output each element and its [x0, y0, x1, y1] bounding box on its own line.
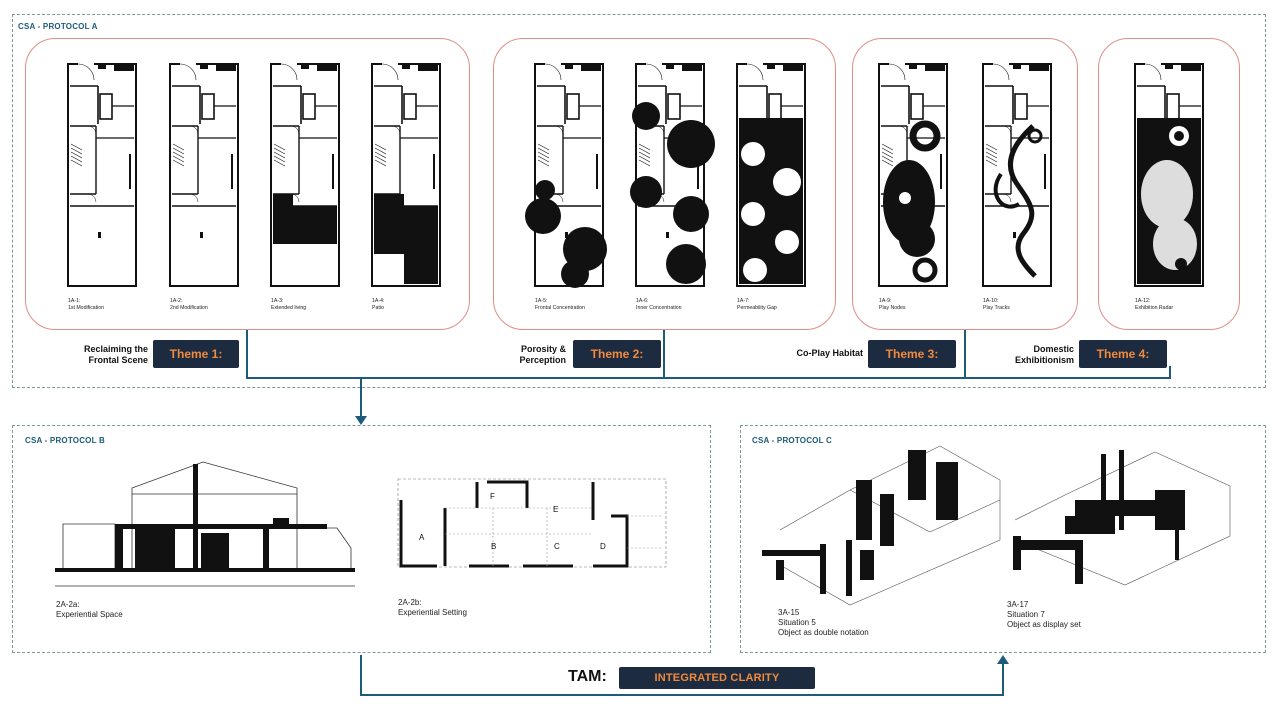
room-label-b: B — [491, 542, 496, 551]
plan-1a-12 — [1133, 62, 1205, 288]
axonometric-3a-15 — [762, 445, 1001, 606]
theme-2-label: Porosity &Perception — [519, 344, 566, 365]
section-drawing — [55, 461, 355, 587]
plan-1a-5 — [525, 62, 607, 288]
plan-1a-12-caption: 1A-12:Exhibition Radar — [1135, 298, 1174, 311]
axonometric-3a-17 — [1013, 450, 1231, 586]
plan-1a-6 — [630, 62, 715, 288]
plan-1a-4-caption: 1A-4:Patio — [372, 298, 385, 311]
protocol-b-title: CSA - PROTOCOL B — [25, 436, 105, 445]
theme-3-badge: Theme 3: — [868, 340, 956, 368]
protocol-c-title: CSA - PROTOCOL C — [752, 436, 832, 445]
room-label-a: A — [419, 533, 425, 542]
plan-1a-10-caption: 1A-10:Play Tracks — [983, 298, 1010, 311]
theme-1-badge: Theme 1: — [153, 340, 239, 368]
room-label-c: C — [554, 542, 560, 551]
plan-1a-3-caption: 1A-3:Extended living — [271, 298, 307, 311]
plan-1a-7-caption: 1A-7:Permeability Gap — [737, 298, 777, 311]
theme-3-label: Co-Play Habitat — [796, 348, 863, 358]
plan-1a-9-caption: 1A-9:Play Nodes — [879, 298, 906, 311]
tam-label: TAM: — [568, 668, 607, 685]
plan-1a-6-caption: 1A-6:Inner Concentration — [636, 298, 682, 311]
plan-1a-9 — [877, 62, 949, 288]
plan-1a-5-caption: 1A-5:Frontal Concentration — [535, 298, 585, 311]
section-caption: 2A-2a:Experiential Space — [56, 600, 123, 619]
plan-diagram: A B C D E F — [397, 478, 667, 568]
plan-1a-3 — [269, 62, 341, 288]
plan-1a-2-caption: 1A-2:2nd Modification — [170, 298, 208, 311]
protocol-a-title: CSA - PROTOCOL A — [18, 22, 98, 31]
plan-1a-4 — [370, 62, 442, 288]
plan-1a-1-caption: 1A-1:1st Modification — [68, 298, 105, 311]
theme-2-group — [493, 38, 836, 330]
theme-4-group — [1098, 38, 1240, 330]
room-label-f: F — [490, 492, 495, 501]
setting-caption: 2A-2b:Experiential Setting — [398, 598, 467, 617]
protocol-b-panel — [12, 425, 711, 653]
theme-2-badge: Theme 2: — [573, 340, 661, 368]
tam-badge: INTEGRATED CLARITY — [619, 667, 815, 689]
theme-1-group — [25, 38, 470, 330]
protocol-c-panel — [740, 425, 1266, 653]
room-label-d: D — [600, 542, 606, 551]
plan-1a-10 — [981, 62, 1053, 288]
theme-3-group — [852, 38, 1078, 330]
theme-4-badge: Theme 4: — [1079, 340, 1167, 368]
room-label-e: E — [553, 505, 558, 514]
protocol-a-panel — [12, 14, 1266, 388]
plan-1a-7 — [735, 62, 807, 288]
